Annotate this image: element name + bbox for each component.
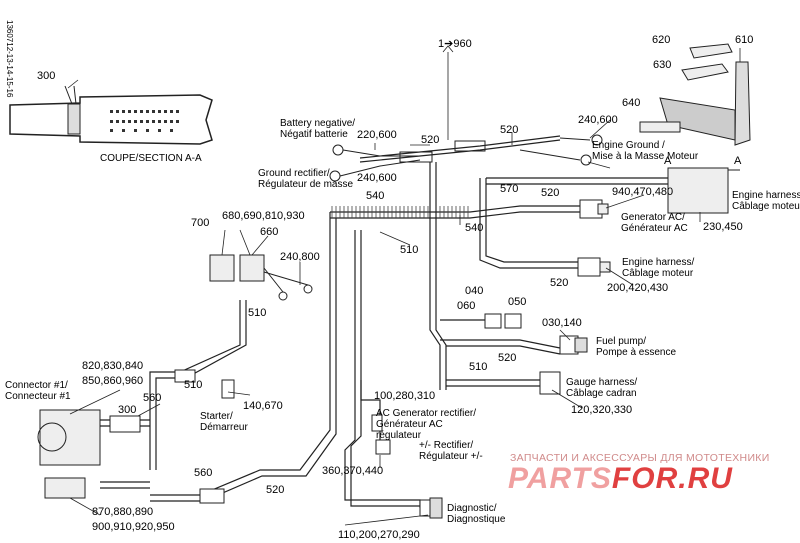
section-marker-a-left: A: [664, 155, 672, 167]
label-engine-harness-mid: Engine harness/Câblage moteur: [622, 257, 695, 279]
ref-520-e: 520: [498, 352, 517, 364]
ref-510-d: 510: [184, 379, 203, 391]
section-marker-a-right: A: [734, 155, 742, 167]
ref-040: 040: [465, 285, 484, 297]
document-id: 1360712-13-14-15-16: [5, 20, 14, 98]
ref-620: 620: [652, 34, 671, 46]
ref-700: 700: [191, 217, 210, 229]
ref-200-420-430: 200,420,430: [607, 282, 669, 294]
ref-240-600-top: 240,600: [578, 114, 618, 126]
label-generator-ac: Generator AC/Générateur AC: [621, 212, 688, 234]
label-engine-ground: Engine Ground /Mise à la Masse Moteur: [592, 140, 699, 162]
ref-630: 630: [653, 59, 672, 71]
watermark-brand-b: FOR.RU: [611, 462, 733, 495]
ref-300-top: 300: [37, 70, 56, 82]
leader-lines: [67, 45, 741, 526]
ref-140-670: 140,670: [243, 400, 283, 412]
label-starter: Starter/Démarreur: [200, 411, 248, 433]
label-gauge-harness: Gauge harness/Câblage cadran: [566, 377, 638, 399]
ref-1-960: 1➔960: [438, 38, 472, 50]
label-pm-rectifier: +/- Rectifier/Régulateur +/-: [419, 440, 483, 462]
ref-820-830-840: 820,830,840: [82, 360, 144, 372]
harness-connectors: [37, 199, 611, 519]
ref-510-b: 510: [248, 307, 267, 319]
watermark-brand: PARTSFOR.RU: [508, 462, 733, 496]
ref-610: 610: [735, 34, 754, 46]
label-ground-rectifier: Ground rectifier/Régulateur de masse: [258, 168, 354, 190]
ref-640: 640: [622, 97, 641, 109]
ref-680-690-810-930: 680,690,810,930: [222, 210, 305, 222]
ref-510-c: 510: [469, 361, 488, 373]
ref-900-910-920-950: 900,910,920,950: [92, 521, 175, 533]
ref-360-370-440: 360,370,440: [322, 465, 384, 477]
ref-230-450: 230,450: [703, 221, 743, 233]
engine-connectors-top: [639, 43, 751, 214]
ref-560-a: 560: [143, 392, 162, 404]
section-a-a-view: [9, 85, 213, 145]
ref-240-800: 240,800: [280, 251, 320, 263]
ref-850-860-960: 850,860,960: [82, 375, 144, 387]
ref-520-b: 520: [500, 124, 519, 136]
convoluted-tube: [331, 206, 469, 218]
ref-300-bottom: 300: [118, 404, 137, 416]
ref-560-b: 560: [194, 467, 213, 479]
ref-100-280-310: 100,280,310: [374, 390, 436, 402]
ref-110-200-270-290: 110,200,270,290: [338, 529, 420, 541]
ref-050: 050: [508, 296, 527, 308]
ref-520-f: 520: [266, 484, 285, 496]
ref-540-a: 540: [366, 190, 385, 202]
ref-120-320-330: 120,320,330: [571, 404, 633, 416]
label-fuel-pump: Fuel pump/Pompe à essence: [596, 336, 677, 358]
ref-570: 570: [500, 183, 519, 195]
label-engine-harness-top: Engine harness/Câblage moteur: [732, 190, 800, 212]
ref-940-470-480: 940,470,480: [612, 186, 674, 198]
section-title: COUPE/SECTION A-A: [100, 153, 202, 164]
ground-branches: [329, 134, 603, 182]
ref-240-600-bottom: 240,600: [357, 172, 397, 184]
ref-030-140: 030,140: [542, 317, 582, 329]
ref-660: 660: [260, 226, 279, 238]
ref-520-c: 520: [541, 187, 560, 199]
ref-220-600: 220,600: [357, 129, 397, 141]
ref-520-d: 520: [550, 277, 569, 289]
ref-870-880-890: 870,880,890: [92, 506, 154, 518]
ref-510-a: 510: [400, 244, 419, 256]
watermark-brand-a: PARTS: [508, 462, 612, 495]
label-connector-1: Connector #1/Connecteur #1: [5, 380, 71, 402]
watermark-subtitle: ЗАПЧАСТИ И АКСЕССУАРЫ ДЛЯ МОТОТЕХНИКИ: [510, 452, 770, 464]
label-diagnostic: Diagnostic/Diagnostique: [447, 503, 506, 525]
ref-540-b: 540: [465, 222, 484, 234]
ref-060: 060: [457, 300, 476, 312]
label-battery-negative: Battery negative/Négatif batterie: [280, 118, 356, 140]
ref-520-a: 520: [421, 134, 440, 146]
